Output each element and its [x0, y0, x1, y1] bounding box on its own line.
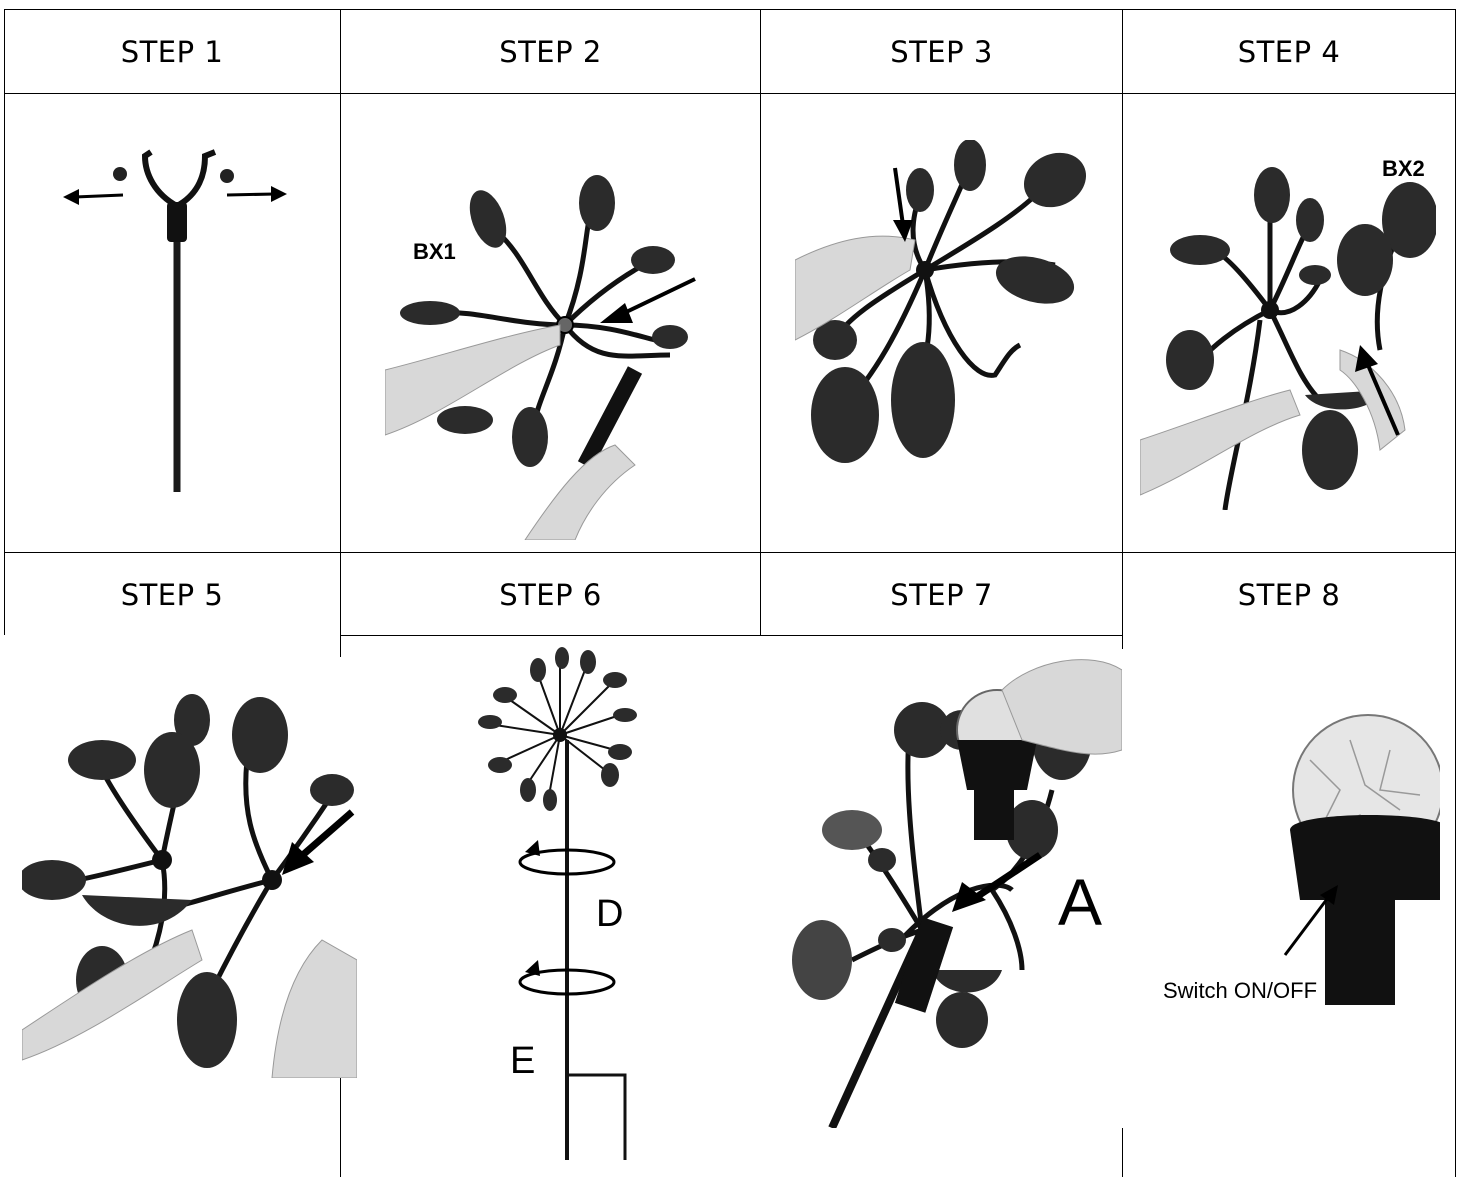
- step-8-illustration: Switch ON/OFF: [1150, 700, 1440, 1010]
- step-6-title: STEP 6: [341, 553, 760, 637]
- spinner-stem-arms-outward-icon: [5, 94, 340, 552]
- bx1-callout: BX1: [413, 239, 456, 265]
- callout-e: E: [510, 1040, 535, 1083]
- solar-globe-switch-icon: [1150, 700, 1440, 1010]
- step-2-title: STEP 2: [341, 10, 760, 94]
- step-4-illustration: BX2: [1140, 150, 1436, 510]
- col-divider-1b: [340, 1077, 341, 1177]
- step-3-illustration: [795, 140, 1093, 495]
- step-3-title: STEP 3: [761, 10, 1122, 94]
- step-7-title: STEP 7: [761, 553, 1122, 637]
- bx2-callout: BX2: [1382, 156, 1425, 182]
- table-border-right: [1455, 9, 1456, 1177]
- step-5-illustration: [22, 690, 357, 1078]
- col-divider-2: [760, 9, 761, 635]
- step-4-title: STEP 4: [1123, 10, 1455, 94]
- step-6-illustration: D E: [470, 640, 650, 1165]
- step-1-illustration: [5, 94, 340, 552]
- attach-bx2-spinner-icon: [1140, 150, 1436, 510]
- step-5-title: STEP 5: [4, 553, 340, 637]
- col-divider-3b: [1122, 1128, 1123, 1177]
- switch-on-off-callout: Switch ON/OFF: [1163, 978, 1317, 1004]
- step-8-title: STEP 8: [1123, 553, 1455, 637]
- fasten-second-cap-icon: [22, 690, 357, 1078]
- callout-a: A: [1058, 864, 1102, 940]
- step-1-title: STEP 1: [4, 10, 340, 94]
- fasten-cap-icon: [795, 140, 1093, 495]
- step-2-illustration: BX1: [385, 175, 715, 540]
- step-7-illustration: A: [792, 650, 1122, 1128]
- attach-bx1-spinner-icon: [385, 175, 715, 540]
- callout-d: D: [596, 893, 623, 936]
